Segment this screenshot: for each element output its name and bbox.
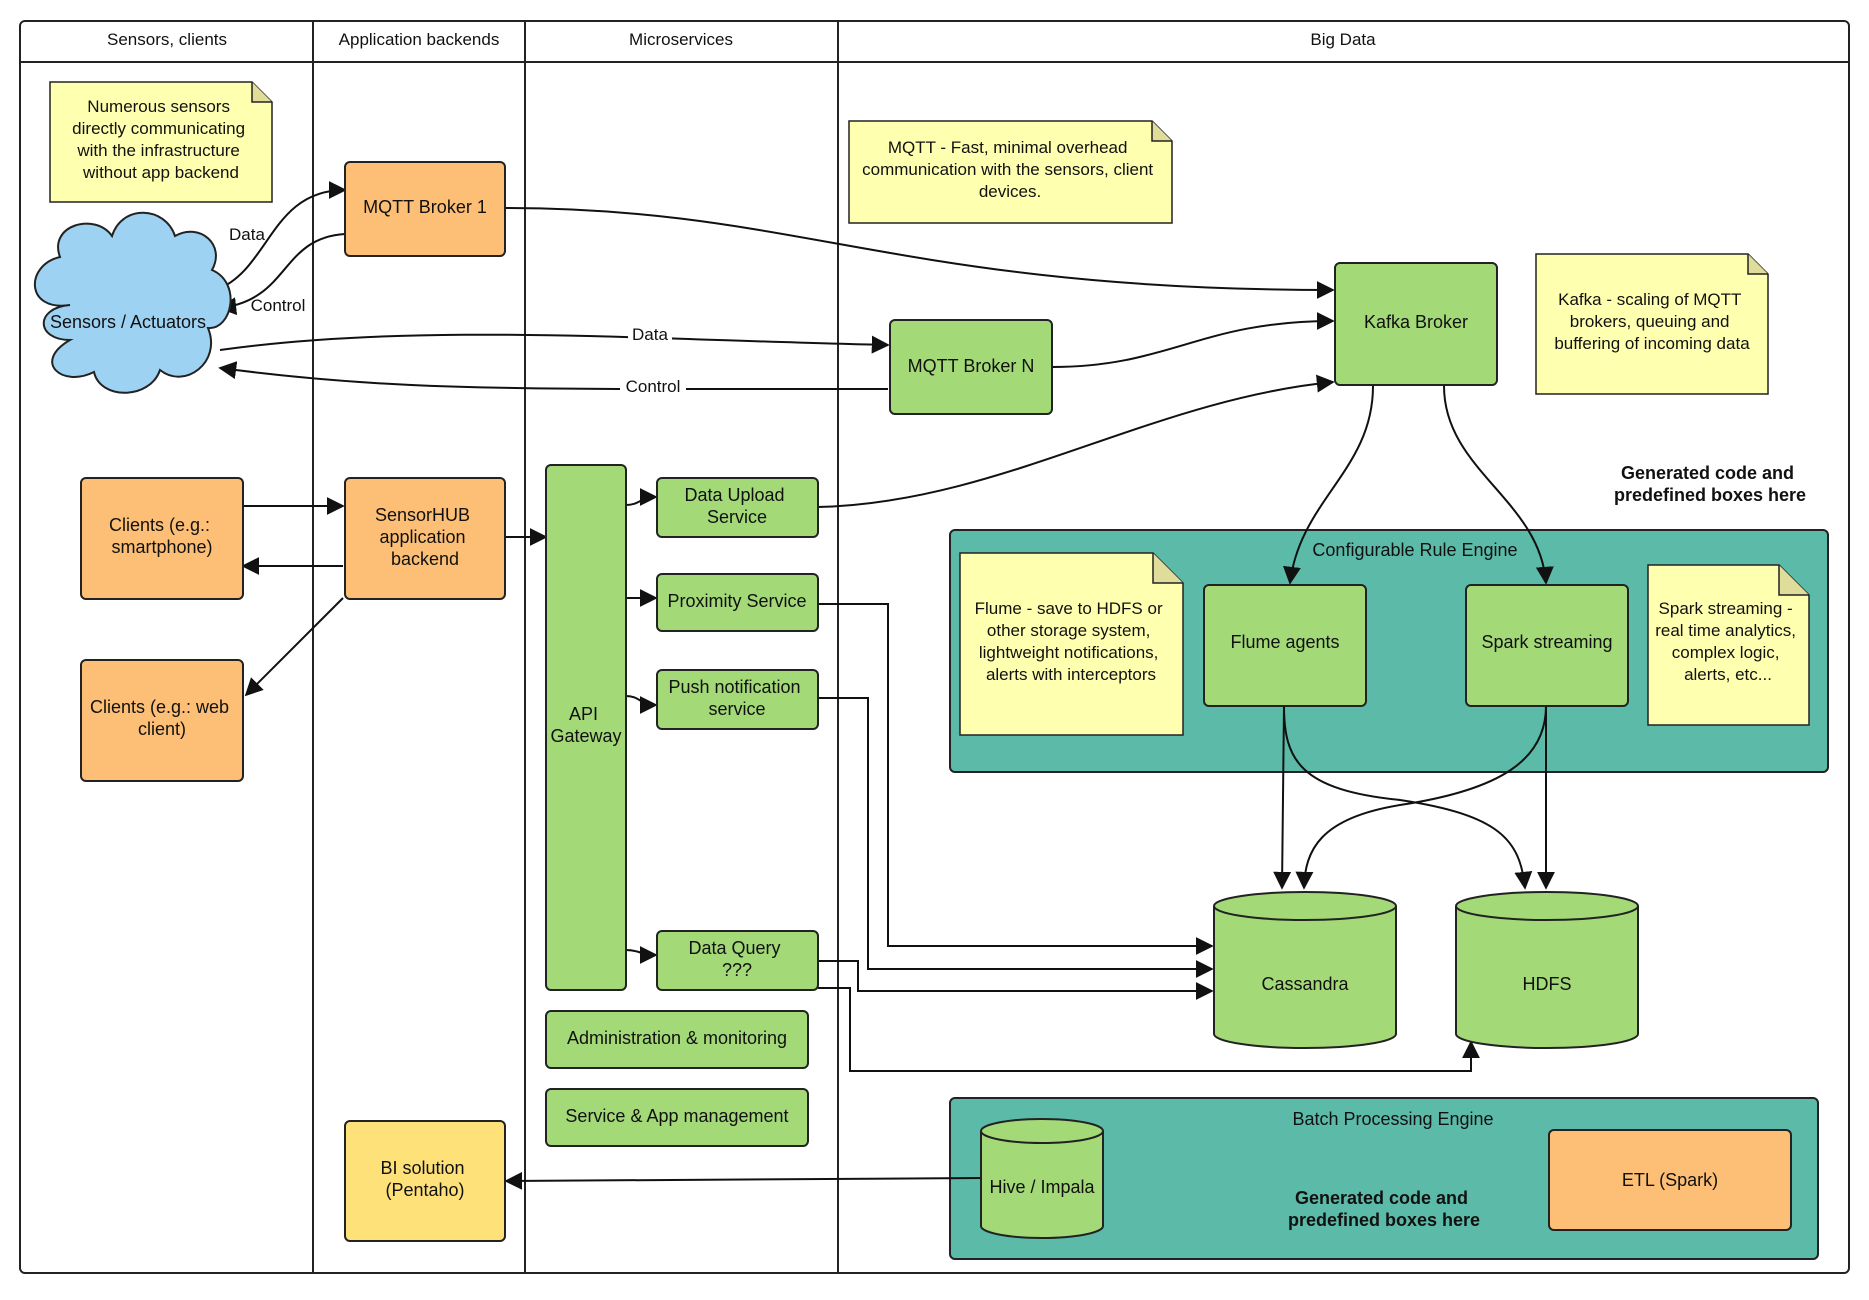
note-sensors: Numerous sensors directly communicating … (49, 81, 273, 203)
svg-text:Flume agents: Flume agents (1230, 632, 1339, 652)
hive-impala-database[interactable]: Hive / Impala (980, 1118, 1104, 1239)
svg-text:Hive / Impala: Hive / Impala (989, 1177, 1095, 1197)
svg-text:API Gateway: API Gateway (550, 704, 621, 746)
clients-smartphone[interactable]: Clients (e.g.: smartphone) (80, 477, 244, 600)
svg-text:Clients (e.g.: smartphon: Clients (e.g.: smartphone) (109, 515, 215, 557)
svg-text:Proximity Service: Proximity Service (667, 591, 806, 611)
data-upload-service[interactable]: Data Upload Service (656, 477, 819, 538)
svg-text:Spark streaming: Spark streaming (1481, 632, 1612, 652)
data-query[interactable]: Data Query ??? (656, 930, 819, 991)
note-spark: Spark streaming - real time analytics, c… (1647, 564, 1810, 726)
edge-push-cassandra (818, 697, 1214, 978)
cassandra-database[interactable]: Cassandra (1213, 891, 1397, 1049)
lane-title-microservices: Microservices (629, 30, 733, 49)
clients-web[interactable]: Clients (e.g.: web client) (80, 659, 244, 782)
lane-title-sensors-clients: Sensors, clients (107, 30, 227, 49)
svg-text:Administration & monitoring: Administration & monitoring (567, 1028, 787, 1048)
edge-query-cassandra (818, 960, 1214, 1000)
edge-flume-cassandra (1273, 705, 1292, 890)
push-notification-service[interactable]: Push notification service (656, 669, 819, 730)
edge-label-data-1: Data (229, 225, 265, 244)
sensorhub-application-backend[interactable]: SensorHUB application backend (344, 477, 506, 600)
spark-streaming[interactable]: Spark streaming (1465, 584, 1629, 707)
lane-title-application-backends: Application backends (339, 30, 500, 49)
svg-text:Push notification servic: Push notification service (668, 677, 805, 719)
batch-engine-title: Batch Processing Engine (1292, 1109, 1493, 1129)
edge-sensorhub-webclient (244, 597, 344, 697)
svg-text:Kafka Broker: Kafka Broker (1364, 312, 1468, 332)
svg-text:ETL (Spark): ETL (Spark) (1622, 1170, 1718, 1190)
svg-text:Numerous sensors directl: Numerous sensors directly communicating … (72, 97, 250, 182)
edge-gateway-push (625, 695, 658, 714)
bi-solution-pentaho[interactable]: BI solution (Pentaho) (344, 1120, 506, 1242)
edge-mqtt1-sensors-control (218, 233, 346, 316)
svg-text:Clients (e.g.: web clien: Clients (e.g.: web client) (90, 697, 234, 739)
rule-engine-title: Configurable Rule Engine (1312, 540, 1517, 560)
edge-sensors-mqttn-data (219, 333, 890, 354)
edge-label-data-2: Data (632, 325, 668, 344)
svg-text:Spark streaming - real t: Spark streaming - real time analytics, c… (1655, 599, 1801, 684)
proximity-service[interactable]: Proximity Service (656, 573, 819, 632)
edge-mqttn-kafka (1051, 312, 1335, 368)
edge-gateway-query (625, 945, 658, 964)
service-app-management[interactable]: Service & App management (545, 1088, 809, 1147)
edge-gateway-upload (625, 488, 658, 507)
edge-sensors-mqtt1-data (215, 181, 347, 291)
generated-code-text-bottom: Generated code and predefined boxes here (1288, 1188, 1480, 1230)
edge-spark-cassandra (1295, 705, 1547, 890)
mqtt-broker-n[interactable]: MQTT Broker N (889, 319, 1053, 415)
svg-text:Cassandra: Cassandra (1261, 974, 1349, 994)
lane-title-big-data: Big Data (1310, 30, 1376, 49)
hdfs-storage[interactable]: HDFS (1455, 891, 1639, 1049)
edge-flume-hdfs (1283, 705, 1533, 890)
mqtt-broker-1[interactable]: MQTT Broker 1 (344, 161, 506, 257)
edge-query-hdfs (818, 987, 1480, 1072)
svg-text:SensorHUB application: SensorHUB application backend (375, 505, 475, 569)
svg-text:Data Query ???: Data Query ??? (688, 938, 785, 980)
etl-spark[interactable]: ETL (Spark) (1548, 1129, 1792, 1231)
edge-kafka-flume (1283, 385, 1374, 585)
edge-label-bg (628, 324, 672, 344)
administration-monitoring[interactable]: Administration & monitoring (545, 1010, 809, 1069)
edge-label-control-1: Control (251, 296, 306, 315)
edge-mqttn-sensors-control (218, 361, 888, 390)
svg-text:Flume - save to HDFS or: Flume - save to HDFS or other storage sy… (975, 599, 1168, 684)
sensors-actuators-label: Sensors / Actuators (50, 312, 206, 332)
api-gateway[interactable]: API Gateway (545, 464, 627, 991)
svg-text:Service & App management: Service & App management (565, 1106, 788, 1126)
note-mqtt: MQTT - Fast, minimal overhead communicat… (848, 120, 1173, 224)
svg-text:BI solution (Pentaho): BI solution (Pentaho) (380, 1158, 469, 1200)
edge-hive-bi (504, 1171, 984, 1190)
sensors-actuators-cloud[interactable]: Sensors / Actuators (34, 211, 232, 394)
edge-mqtt1-kafka (504, 207, 1335, 299)
generated-code-text-top: Generated code and predefined boxes here (1614, 463, 1806, 505)
edge-proximity-cassandra (818, 603, 1214, 955)
edge-upload-kafka (817, 374, 1335, 508)
edge-kafka-spark (1443, 385, 1554, 585)
note-kafka: Kafka - scaling of MQTT brokers, queuing… (1535, 253, 1769, 395)
edge-label-control-2: Control (626, 377, 681, 396)
edges (215, 181, 1555, 1190)
svg-text:Data Upload Service: Data Upload Service (684, 485, 789, 527)
kafka-broker[interactable]: Kafka Broker (1334, 262, 1498, 386)
svg-text:MQTT Broker 1: MQTT Broker 1 (363, 197, 487, 217)
svg-text:HDFS: HDFS (1523, 974, 1572, 994)
edge-label-bg (620, 376, 686, 396)
svg-text:MQTT - Fast, minimal overhead: MQTT - Fast, minimal overhead communicat… (862, 138, 1158, 201)
svg-text:MQTT Broker N: MQTT Broker N (908, 356, 1035, 376)
note-flume: Flume - save to HDFS or other storage sy… (959, 552, 1184, 736)
svg-text:Kafka - scaling of MQTT: Kafka - scaling of MQTT brokers, queuing… (1554, 290, 1750, 353)
flume-agents[interactable]: Flume agents (1203, 584, 1367, 707)
